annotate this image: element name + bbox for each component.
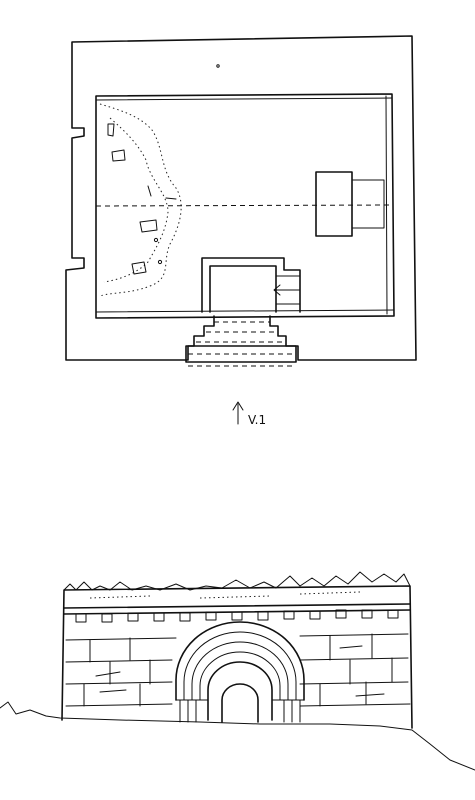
elevation-corbels [75,609,399,623]
plan-fragment [157,259,163,265]
elevation [0,571,475,771]
elevation-masonry [65,633,411,707]
elevation-corbel [127,612,139,622]
plan-stairs [185,315,297,363]
portal-arch [207,661,273,721]
portal-column [179,699,197,723]
elevation-corbel [257,611,269,621]
portal-arch [183,631,297,701]
plan-fragment [131,261,147,275]
floor-plan [65,35,417,367]
elevation-corbel [387,609,399,619]
plan-porch [201,257,301,313]
north-marker: V.1 [232,401,266,427]
plan-ruin-zone [99,103,182,297]
plan-ruin-zone [103,117,169,283]
plan-fragment [107,123,115,137]
portal-arch [175,621,305,701]
plan-outer-wall [65,35,417,361]
elevation-corbel [361,609,373,619]
plan-fragment [153,237,159,243]
elevation-corbel [179,612,191,622]
portal-door [221,683,259,723]
plan-wall-line [95,97,393,101]
elevation-corbel [101,613,113,623]
elevation-corbel [205,611,217,621]
plan-porch-inner [209,265,277,313]
plan-fragment [139,219,158,233]
portal-arch [191,641,289,701]
elevation-corbel [75,613,87,623]
plan-fragment [147,185,152,197]
north-label: V.1 [248,413,266,427]
plan-inner-wall [95,93,395,319]
elevation-vegetation [89,591,361,599]
elevation-portal [175,621,305,723]
portal-arch [199,651,281,701]
elevation-corbel [335,609,347,619]
elevation-vegetation [63,571,411,591]
portal-column [283,699,301,723]
north-arrow-icon [232,401,244,425]
plan-entry-arrow [273,284,299,296]
elevation-corbel [153,612,165,622]
plan-altar-step [351,179,385,229]
plan-fragment [111,149,126,162]
plan-axis-line [95,204,393,207]
plan-fragment [165,197,177,200]
plan-altar [315,171,353,237]
elevation-corbel [309,610,321,620]
plan-fragment [216,64,220,68]
plan-wall-line [95,309,395,313]
elevation-ground [0,701,475,771]
elevation-facade-outline [61,585,413,729]
elevation-corbel [231,611,243,621]
elevation-corbel [283,610,295,620]
